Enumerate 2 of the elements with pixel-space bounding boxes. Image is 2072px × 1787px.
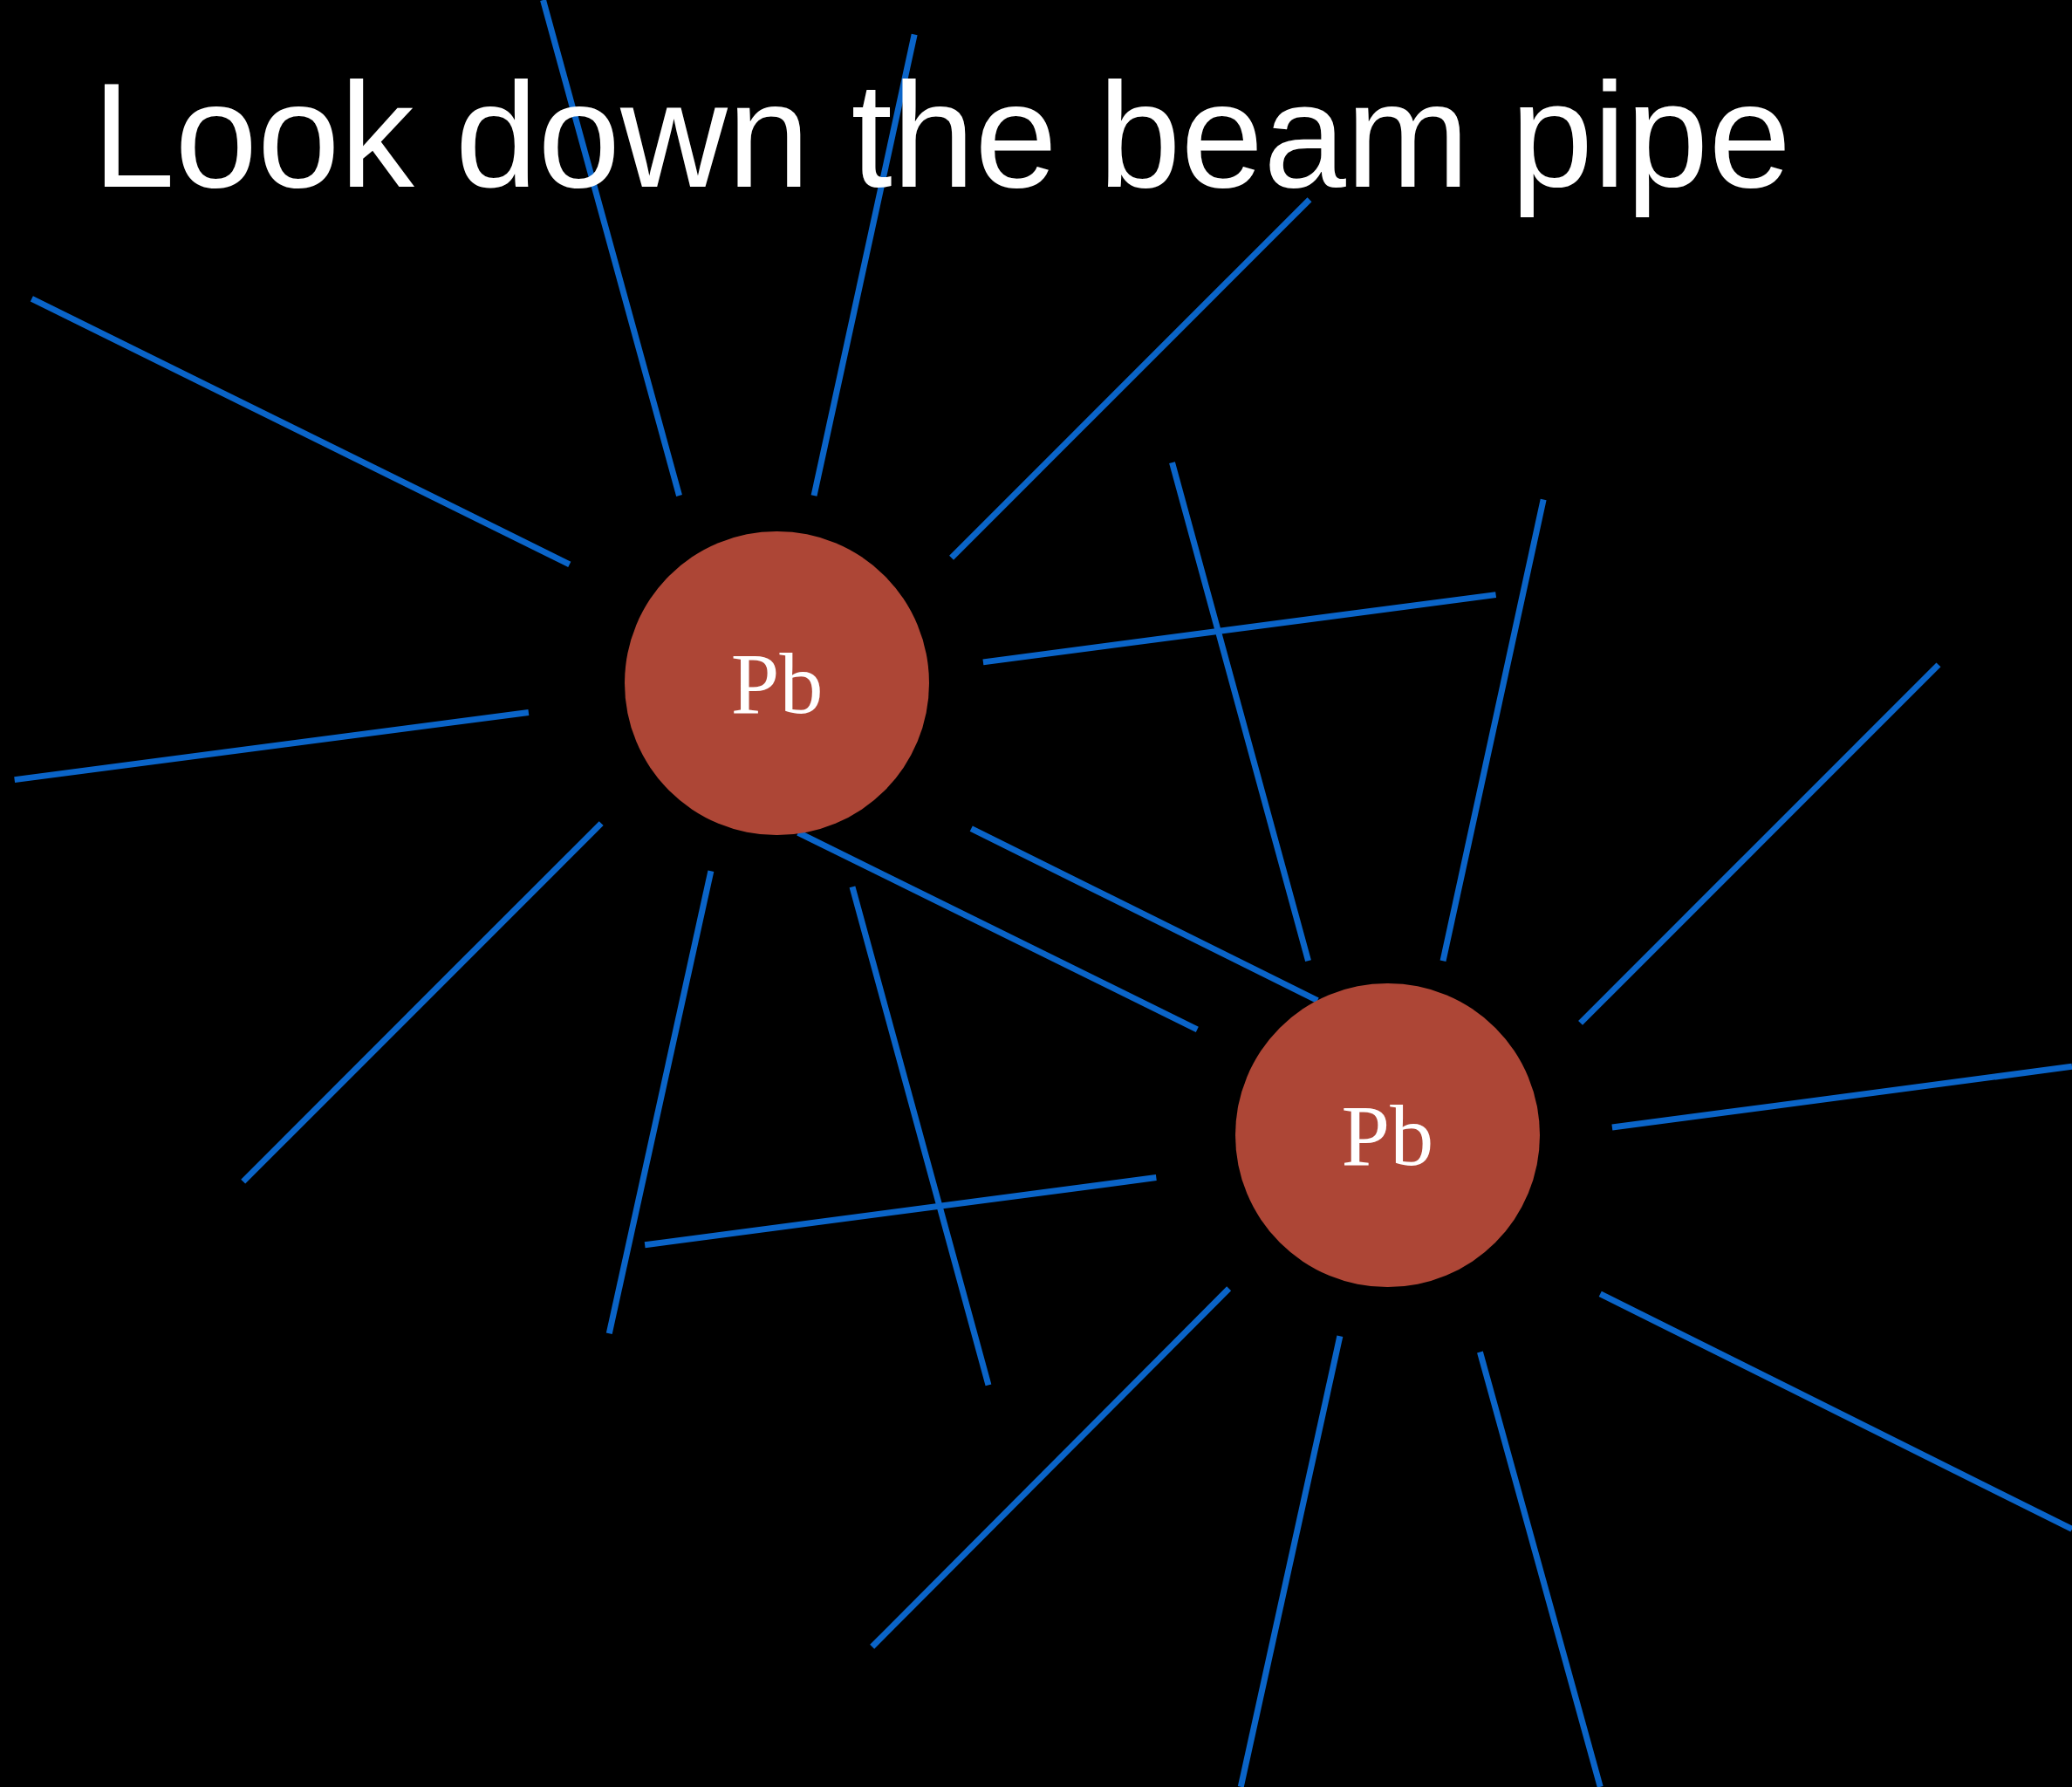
element-symbol: Pb xyxy=(730,633,824,734)
element-symbol: Pb xyxy=(1341,1085,1434,1186)
